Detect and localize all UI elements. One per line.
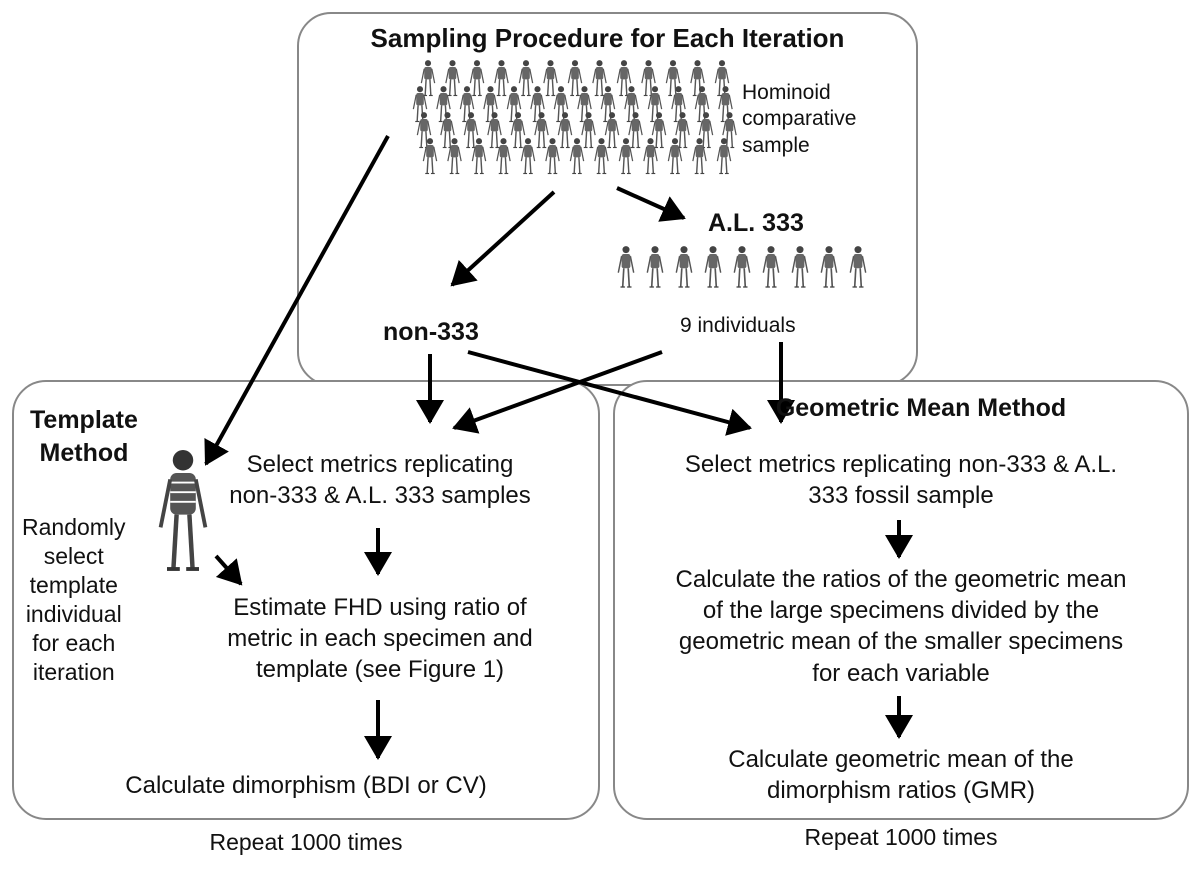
template-step1-line: non-333 & A.L. 333 samples (229, 482, 531, 510)
side-label-line: select (43, 542, 104, 569)
geomean-step2: Calculate the ratios of the geometric me… (613, 564, 1189, 689)
arrow-skeleton-to-step2 (214, 554, 243, 586)
geometric-mean-title: Geometric Mean Method (775, 394, 1067, 422)
sampling-procedure-box (297, 12, 918, 386)
arrow-non333-to-geomean (467, 350, 752, 436)
geomean-step1-line: Select metrics replicating non-333 & A.L… (684, 451, 1118, 478)
pool-label-line: sample (742, 133, 810, 157)
template-step1: Select metrics replicating non-333 & A.L… (210, 449, 550, 511)
geomean-step3-line: dimorphism ratios (GMR) (766, 777, 1036, 805)
template-step2-line: Estimate FHD using ratio of (233, 594, 527, 621)
template-step2-line: template (see Figure 1) (255, 656, 505, 684)
geomean-step2-line: of the large specimens divided by the (702, 597, 1100, 625)
geomean-step3-line: Calculate geometric mean of the (728, 746, 1074, 773)
template-step2: Estimate FHD using ratio of metric in ea… (200, 592, 560, 686)
pool-label-line: Hominoid (742, 81, 831, 104)
side-label-line: iteration (32, 658, 115, 685)
al333-count: 9 individuals (680, 314, 796, 337)
template-title-line: Template (30, 406, 138, 434)
sampling-title: Sampling Procedure for Each Iteration (370, 23, 845, 53)
geomean-repeat: Repeat 1000 times (804, 824, 998, 850)
template-method-title: Template Method (30, 404, 138, 469)
arrow-pool-to-al333 (616, 186, 686, 222)
side-label-line: template (29, 571, 118, 598)
template-method-box (12, 380, 600, 820)
geomean-step3: Calculate geometric mean of the dimorphi… (613, 744, 1189, 806)
template-step1-line: Select metrics replicating (246, 451, 514, 478)
template-side-label: Randomly select template individual for … (22, 513, 126, 687)
geomean-step2-line: geometric mean of the smaller specimens (678, 628, 1124, 656)
geomean-step1: Select metrics replicating non-333 & A.L… (613, 449, 1189, 511)
arrow-al333-to-template (452, 350, 663, 434)
geomean-step2-line: Calculate the ratios of the geometric me… (675, 566, 1127, 593)
template-repeat: Repeat 1000 times (209, 829, 403, 855)
geomean-step2-line: for each variable (812, 659, 990, 687)
al333-label: A.L. 333 (708, 209, 804, 237)
non333-label: non-333 (383, 318, 479, 346)
side-label-line: individual (25, 600, 122, 627)
side-label-line: for each (32, 629, 116, 656)
side-label-line: Randomly (22, 514, 126, 540)
arrow-pool-to-template (204, 135, 390, 466)
pool-label: Hominoid comparative sample (742, 80, 856, 159)
arrow-pool-to-non333 (450, 190, 556, 287)
geometric-mean-method-box (613, 380, 1189, 820)
template-title-line: Method (39, 438, 129, 467)
pool-label-line: comparative (742, 107, 857, 131)
template-step2-line: metric in each specimen and (227, 625, 533, 653)
template-step3: Calculate dimorphism (BDI or CV) (125, 772, 487, 799)
geomean-step1-line: 333 fossil sample (808, 482, 994, 510)
